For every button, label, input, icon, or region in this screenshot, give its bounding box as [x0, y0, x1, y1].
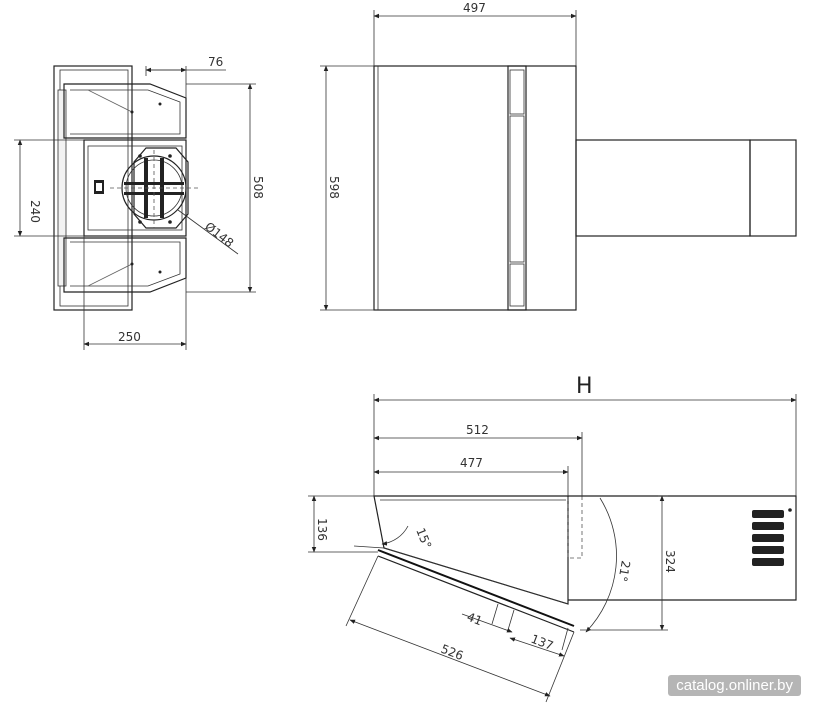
watermark: catalog.onliner.by	[668, 675, 801, 696]
side-view-chimney	[568, 495, 797, 601]
top-view-upper-wing	[63, 83, 187, 139]
dim-137-label: 137	[529, 632, 555, 653]
front-view-duct	[575, 139, 751, 237]
dim-508-label: 508	[251, 176, 265, 199]
dim-240-label: 240	[28, 200, 42, 223]
dim-477-label: 477	[460, 456, 483, 470]
front-view-panel-strip	[507, 65, 527, 311]
dim-526-label: 526	[439, 642, 465, 663]
dim-diameter-label: Ø148	[202, 219, 236, 250]
dim-41-label: 41	[465, 610, 484, 629]
side-view-body	[373, 495, 569, 605]
dim-324-label: 324	[663, 550, 677, 573]
top-view: 76 240 508 Ø148 250	[14, 55, 265, 350]
dim-598-label: 598	[327, 176, 341, 199]
side-view-grille	[752, 510, 784, 566]
angle-21-label: 21°	[615, 559, 632, 582]
dim-512-label: 512	[466, 423, 489, 437]
side-view-glass-panel	[377, 549, 575, 627]
side-view: H 512 477 136 15° 21° 324 41 1	[308, 374, 797, 703]
front-view: 497 598	[320, 1, 797, 311]
outlet-flange	[133, 147, 189, 229]
dim-250-label: 250	[118, 330, 141, 344]
angle-15-label: 15°	[413, 526, 434, 551]
front-view-duct-end	[749, 139, 797, 237]
front-view-body	[373, 65, 577, 311]
dim-76-label: 76	[208, 55, 223, 69]
top-view-lower-wing	[63, 237, 187, 293]
dim-497-label: 497	[463, 1, 486, 15]
dim-H-label: H	[576, 374, 593, 399]
dim-136-label: 136	[315, 518, 329, 541]
